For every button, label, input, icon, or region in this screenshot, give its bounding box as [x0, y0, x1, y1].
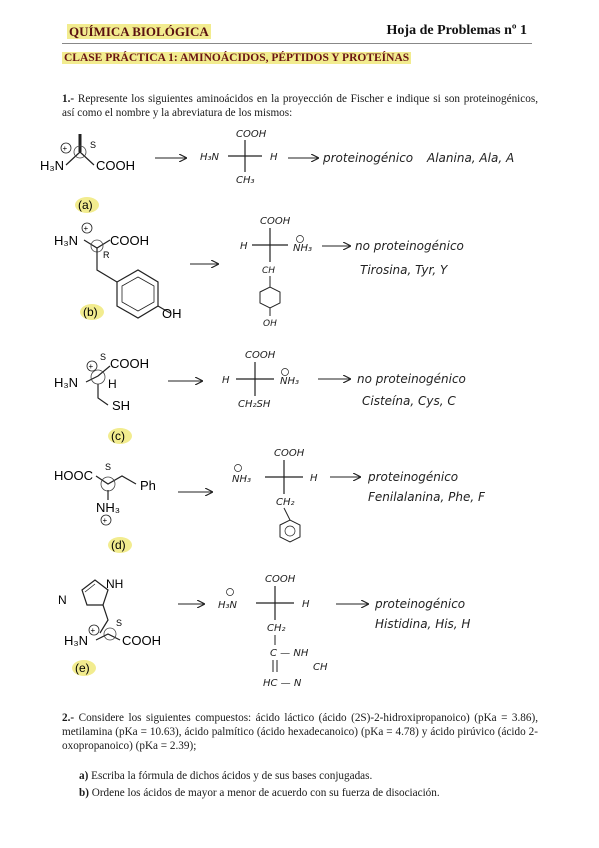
fischer-a-left: H₃N	[200, 152, 220, 163]
header-divider	[62, 43, 532, 44]
question-1-text: Represente los siguientes aminoácidos en…	[62, 93, 538, 119]
struct-e-left: H₃N	[64, 633, 88, 648]
fischer-c-left: H	[222, 375, 230, 386]
struct-d-nh3: NH₃	[96, 500, 120, 515]
structure-a: H₃N + S COOH (a)	[40, 134, 135, 213]
struct-e-right: COOH	[122, 633, 161, 648]
struct-d-tag: (d)	[111, 538, 126, 552]
question-2-item-b: b) Ordene los ácidos de mayor a menor de…	[79, 786, 539, 800]
fischer-e-bottom: CH₂	[267, 623, 286, 634]
answer-e-name: Histidina, His, H	[375, 617, 470, 631]
struct-c-sh: SH	[112, 398, 130, 413]
struct-b-sub: R	[103, 250, 110, 260]
question-2-item-a: a) Escriba la fórmula de dichos ácidos y…	[79, 769, 539, 783]
question-2-number: 2.-	[62, 712, 75, 724]
struct-a-stereo: S	[90, 140, 96, 150]
fischer-e-right: H	[302, 599, 310, 610]
answer-a-name: Alanina, Ala, A	[426, 151, 514, 165]
fischer-b-right: NH₃	[293, 243, 312, 254]
fischer-a-right: H	[270, 152, 278, 163]
answer-d-name: Fenilalanina, Phe, F	[368, 490, 486, 504]
svg-text:+: +	[91, 626, 96, 635]
question-2: 2.- Considere los siguientes compuestos:…	[62, 711, 538, 753]
structure-e: NH N H₃N + S COOH (e)	[58, 577, 161, 676]
question-2-item-b-label: b)	[79, 787, 89, 799]
struct-d-left: HOOC	[54, 468, 93, 483]
answer-b-name: Tirosina, Tyr, Y	[360, 263, 449, 277]
structure-c: H₃N + S COOH H SH (c)	[54, 352, 149, 444]
struct-a-tag: (a)	[78, 198, 93, 212]
struct-b-tag: (b)	[83, 305, 98, 319]
fischer-e-ch: CH	[313, 662, 328, 673]
fischer-b-top: COOH	[260, 216, 291, 227]
answer-e-verdict: proteinogénico	[374, 597, 465, 611]
struct-d-stereo: S	[105, 462, 111, 472]
question-2-item-a-text: Escriba la fórmula de dichos ácidos y de…	[91, 770, 373, 782]
fischer-b-left: H	[240, 241, 248, 252]
fischer-b-ring-oh: OH	[263, 319, 277, 329]
question-2-item-b-text: Ordene los ácidos de mayor a menor de ac…	[91, 787, 440, 799]
course-title: QUÍMICA BIOLÓGICA	[67, 24, 211, 39]
fischer-c: COOH H NH₃ CH₂SH	[222, 350, 299, 410]
struct-d-ph: Ph	[140, 478, 156, 493]
fischer-e: COOH H₃N H CH₂ C — NH CH HC — N	[218, 574, 328, 689]
struct-c-left: H₃N	[54, 375, 78, 390]
struct-c-h: H	[108, 377, 117, 391]
struct-b-right: COOH	[110, 233, 149, 248]
struct-b-oh: OH	[162, 306, 182, 321]
svg-text:+: +	[84, 224, 89, 233]
class-subtitle: CLASE PRÁCTICA 1: AMINOÁCIDOS, PÉPTIDOS …	[62, 52, 412, 64]
fischer-b: COOH H NH₃ CH OH	[240, 216, 312, 329]
fischer-d-bottom: CH₂	[276, 497, 295, 508]
question-1-number: 1.-	[62, 93, 75, 105]
fischer-d: COOH NH₃ H CH₂	[232, 448, 318, 543]
fischer-c-bottom: CH₂SH	[238, 399, 271, 410]
answer-c-verdict: no proteinogénico	[357, 372, 466, 386]
fischer-d-right: H	[310, 473, 318, 484]
struct-e-n: N	[58, 593, 67, 607]
struct-e-tag: (e)	[75, 661, 90, 675]
fischer-e-left: H₃N	[218, 600, 238, 611]
struct-c-stereo: S	[100, 352, 106, 362]
structure-d: HOOC S Ph NH₃ + (d)	[54, 462, 156, 553]
fischer-e-top: COOH	[265, 574, 296, 585]
answer-a-verdict: proteinogénico	[322, 151, 413, 165]
svg-text:+: +	[63, 144, 68, 153]
fischer-c-right: NH₃	[280, 376, 299, 387]
struct-c-tag: (c)	[111, 429, 125, 443]
fischer-e-c-nh: C — NH	[270, 648, 309, 659]
fischer-c-top: COOH	[245, 350, 276, 361]
svg-text:+: +	[103, 516, 108, 525]
struct-a-left: H₃N	[40, 158, 64, 173]
answer-b-verdict: no proteinogénico	[355, 239, 464, 253]
sheet-title: Hoja de Problemas nº 1	[386, 23, 527, 38]
structure-b: H₃N + R COOH OH (b)	[54, 222, 182, 321]
fischer-a-top: COOH	[236, 129, 267, 140]
struct-b-left: H₃N	[54, 233, 78, 248]
answer-c-name: Cisteína, Cys, C	[362, 394, 456, 408]
fischer-d-top: COOH	[274, 448, 305, 459]
question-2-text: Considere los siguientes compuestos: áci…	[62, 712, 538, 752]
fischer-a: COOH H₃N H CH₃	[200, 129, 278, 186]
question-2-item-a-label: a)	[79, 770, 89, 782]
fischer-e-hc-n: HC — N	[263, 678, 302, 689]
fischer-b-bottom: CH	[262, 266, 275, 276]
struct-a-right: COOH	[96, 158, 135, 173]
question-1: 1.- Represente los siguientes aminoácido…	[62, 92, 538, 120]
fischer-a-bottom: CH₃	[236, 175, 255, 186]
answer-d-verdict: proteinogénico	[367, 470, 458, 484]
struct-c-top: COOH	[110, 356, 149, 371]
struct-e-nh: NH	[106, 577, 123, 591]
struct-e-stereo: S	[116, 618, 122, 628]
svg-text:+: +	[89, 362, 94, 371]
fischer-d-left: NH₃	[232, 474, 251, 485]
